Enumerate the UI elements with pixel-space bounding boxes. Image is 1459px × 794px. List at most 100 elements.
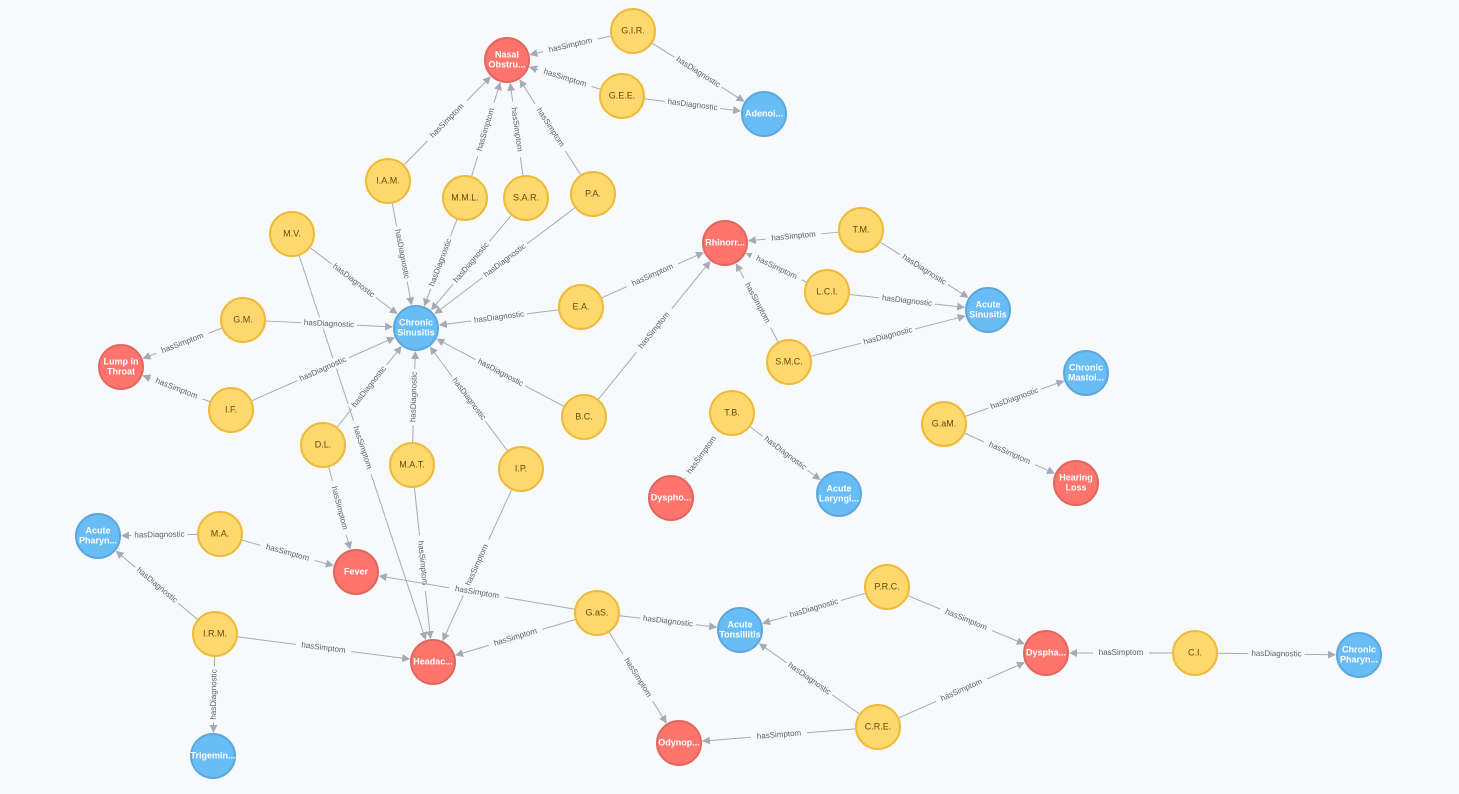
relationship-mv-chronsin[interactable]: hasDiagnostic bbox=[310, 247, 398, 315]
node-circle[interactable] bbox=[574, 590, 620, 636]
relationship-if-lump[interactable]: hasSimptom bbox=[142, 372, 210, 404]
patient-node-gm[interactable]: G.M. bbox=[220, 297, 266, 343]
patient-node-mv[interactable]: M.V. bbox=[269, 211, 315, 257]
relationship-ma-acutephar[interactable]: hasDiagnostic bbox=[120, 528, 198, 541]
node-circle[interactable] bbox=[766, 339, 812, 385]
patient-node-gam[interactable]: G.aM. bbox=[921, 401, 967, 447]
relationship-ci-dyspha[interactable]: hasSimptom bbox=[1069, 647, 1172, 658]
node-circle[interactable] bbox=[393, 305, 439, 351]
relationship-gee-adeno[interactable]: hasDiagnostic bbox=[644, 95, 742, 115]
relationship-ip-headache[interactable]: hasSimptom bbox=[442, 489, 512, 642]
relationship-lci-rhino[interactable]: hasSimptom bbox=[745, 250, 807, 285]
patient-node-gee[interactable]: G.E.E. bbox=[599, 73, 645, 119]
relationship-bc-rhino[interactable]: hasSimptom bbox=[598, 260, 711, 400]
diagnosis-node-chronmast[interactable]: ChronicMastoi... bbox=[1063, 350, 1109, 396]
relationship-ma-fever[interactable]: hasSimptom bbox=[242, 539, 334, 568]
node-circle[interactable] bbox=[208, 387, 254, 433]
node-circle[interactable] bbox=[1023, 630, 1069, 676]
node-circle[interactable] bbox=[570, 171, 616, 217]
node-circle[interactable] bbox=[365, 158, 411, 204]
patient-node-ci[interactable]: C.I. bbox=[1172, 630, 1218, 676]
node-circle[interactable] bbox=[1172, 630, 1218, 676]
relationship-gam-chronmast[interactable]: hasDiagnostic bbox=[965, 379, 1065, 417]
node-circle[interactable] bbox=[98, 344, 144, 390]
symptom-node-dyspha[interactable]: Dyspha... bbox=[1023, 630, 1069, 676]
patient-node-mml[interactable]: M.M.L. bbox=[442, 175, 488, 221]
node-circle[interactable] bbox=[610, 8, 656, 54]
node-circle[interactable] bbox=[855, 704, 901, 750]
patient-node-ea[interactable]: E.A. bbox=[558, 284, 604, 330]
patient-node-smc[interactable]: S.M.C. bbox=[766, 339, 812, 385]
diagnosis-node-adeno[interactable]: Adenoi... bbox=[741, 91, 787, 137]
patient-node-if[interactable]: I.F. bbox=[208, 387, 254, 433]
node-circle[interactable] bbox=[503, 175, 549, 221]
relationship-smc-rhino[interactable]: hasSimptom bbox=[735, 263, 779, 342]
relationship-gee-nasal[interactable]: hasSimptom bbox=[528, 64, 601, 92]
patient-node-bc[interactable]: B.C. bbox=[561, 394, 607, 440]
relationship-gir-adeno[interactable]: hasDiagnostic bbox=[652, 42, 745, 102]
symptom-node-fever[interactable]: Fever bbox=[333, 549, 379, 595]
node-circle[interactable] bbox=[269, 211, 315, 257]
node-circle[interactable] bbox=[300, 422, 346, 468]
symptom-node-rhino[interactable]: Rhinorr... bbox=[702, 220, 748, 266]
node-circle[interactable] bbox=[442, 175, 488, 221]
patient-node-pa[interactable]: P.A. bbox=[570, 171, 616, 217]
relationship-iam-chronsin[interactable]: hasDiagnostic bbox=[391, 203, 415, 306]
symptom-node-headache[interactable]: Headac... bbox=[410, 639, 456, 685]
patient-node-ma[interactable]: M.A. bbox=[197, 511, 243, 557]
patient-node-lci[interactable]: L.C.I. bbox=[804, 269, 850, 315]
relationship-tb-acutelar[interactable]: hasDiagnostic bbox=[750, 426, 821, 481]
node-circle[interactable] bbox=[921, 401, 967, 447]
relationship-mat-chronsin[interactable]: hasDiagnostic bbox=[407, 350, 420, 443]
relationship-cre-acuteton[interactable]: hasDiagnostic bbox=[758, 643, 860, 715]
node-circle[interactable] bbox=[75, 513, 121, 559]
relationship-gas-fever[interactable]: hasSimptom bbox=[378, 573, 575, 610]
node-circle[interactable] bbox=[1063, 350, 1109, 396]
node-circle[interactable] bbox=[816, 471, 862, 517]
relationship-irm-acutephar[interactable]: hasDiagnostic bbox=[115, 550, 198, 620]
patient-node-sar[interactable]: S.A.R. bbox=[503, 175, 549, 221]
relationship-sar-nasal[interactable]: hasSimptom bbox=[507, 82, 527, 176]
symptom-node-dyspho[interactable]: Dyspho... bbox=[648, 475, 694, 521]
node-circle[interactable] bbox=[838, 207, 884, 253]
relationship-tm-acutesin[interactable]: hasDiagnostic bbox=[880, 241, 969, 298]
patient-node-mat[interactable]: M.A.T. bbox=[389, 442, 435, 488]
relationship-cre-dyspha[interactable]: hasSimptom bbox=[898, 661, 1025, 719]
node-circle[interactable] bbox=[333, 549, 379, 595]
patient-node-tb[interactable]: T.B. bbox=[709, 390, 755, 436]
relationship-if-chronsin[interactable]: hasDiagnostic bbox=[251, 336, 395, 402]
relationship-gir-nasal[interactable]: hasSimptom bbox=[529, 33, 611, 57]
node-circle[interactable] bbox=[190, 733, 236, 779]
node-circle[interactable] bbox=[709, 390, 755, 436]
relationship-ci-chronphar[interactable]: hasDiagnostic bbox=[1217, 647, 1337, 660]
patient-node-dl[interactable]: D.L. bbox=[300, 422, 346, 468]
relationship-lci-acutesin[interactable]: hasDiagnostic bbox=[849, 291, 966, 311]
node-circle[interactable] bbox=[804, 269, 850, 315]
node-circle[interactable] bbox=[741, 91, 787, 137]
diagnosis-node-acutelar[interactable]: AcuteLaryngi... bbox=[816, 471, 862, 517]
node-circle[interactable] bbox=[192, 611, 238, 657]
relationship-mml-chronsin[interactable]: hasDiagnostic bbox=[423, 219, 458, 307]
node-circle[interactable] bbox=[410, 639, 456, 685]
patient-node-ip[interactable]: I.P. bbox=[498, 446, 544, 492]
node-circle[interactable] bbox=[389, 442, 435, 488]
patient-node-tm[interactable]: T.M. bbox=[838, 207, 884, 253]
patient-node-prc[interactable]: P.R.C. bbox=[864, 564, 910, 610]
relationship-gm-chronsin[interactable]: hasDiagnostic bbox=[265, 316, 394, 331]
patient-node-gir[interactable]: G.I.R. bbox=[610, 8, 656, 54]
node-circle[interactable] bbox=[1053, 460, 1099, 506]
relationship-gam-hearing[interactable]: hasSimptom bbox=[964, 432, 1056, 475]
diagnosis-node-chronphar[interactable]: ChronicPharyn... bbox=[1336, 632, 1382, 678]
relationship-irm-trigem[interactable]: hasDiagnostic bbox=[207, 656, 220, 734]
relationship-tm-rhino[interactable]: hasSimptom bbox=[747, 227, 839, 245]
patient-node-gas[interactable]: G.aS. bbox=[574, 590, 620, 636]
node-circle[interactable] bbox=[498, 446, 544, 492]
diagnosis-node-trigem[interactable]: Trigemin... bbox=[190, 733, 236, 779]
relationship-mat-headache[interactable]: hasSimptom bbox=[413, 487, 434, 640]
relationship-ea-rhino[interactable]: hasSimptom bbox=[601, 251, 704, 299]
